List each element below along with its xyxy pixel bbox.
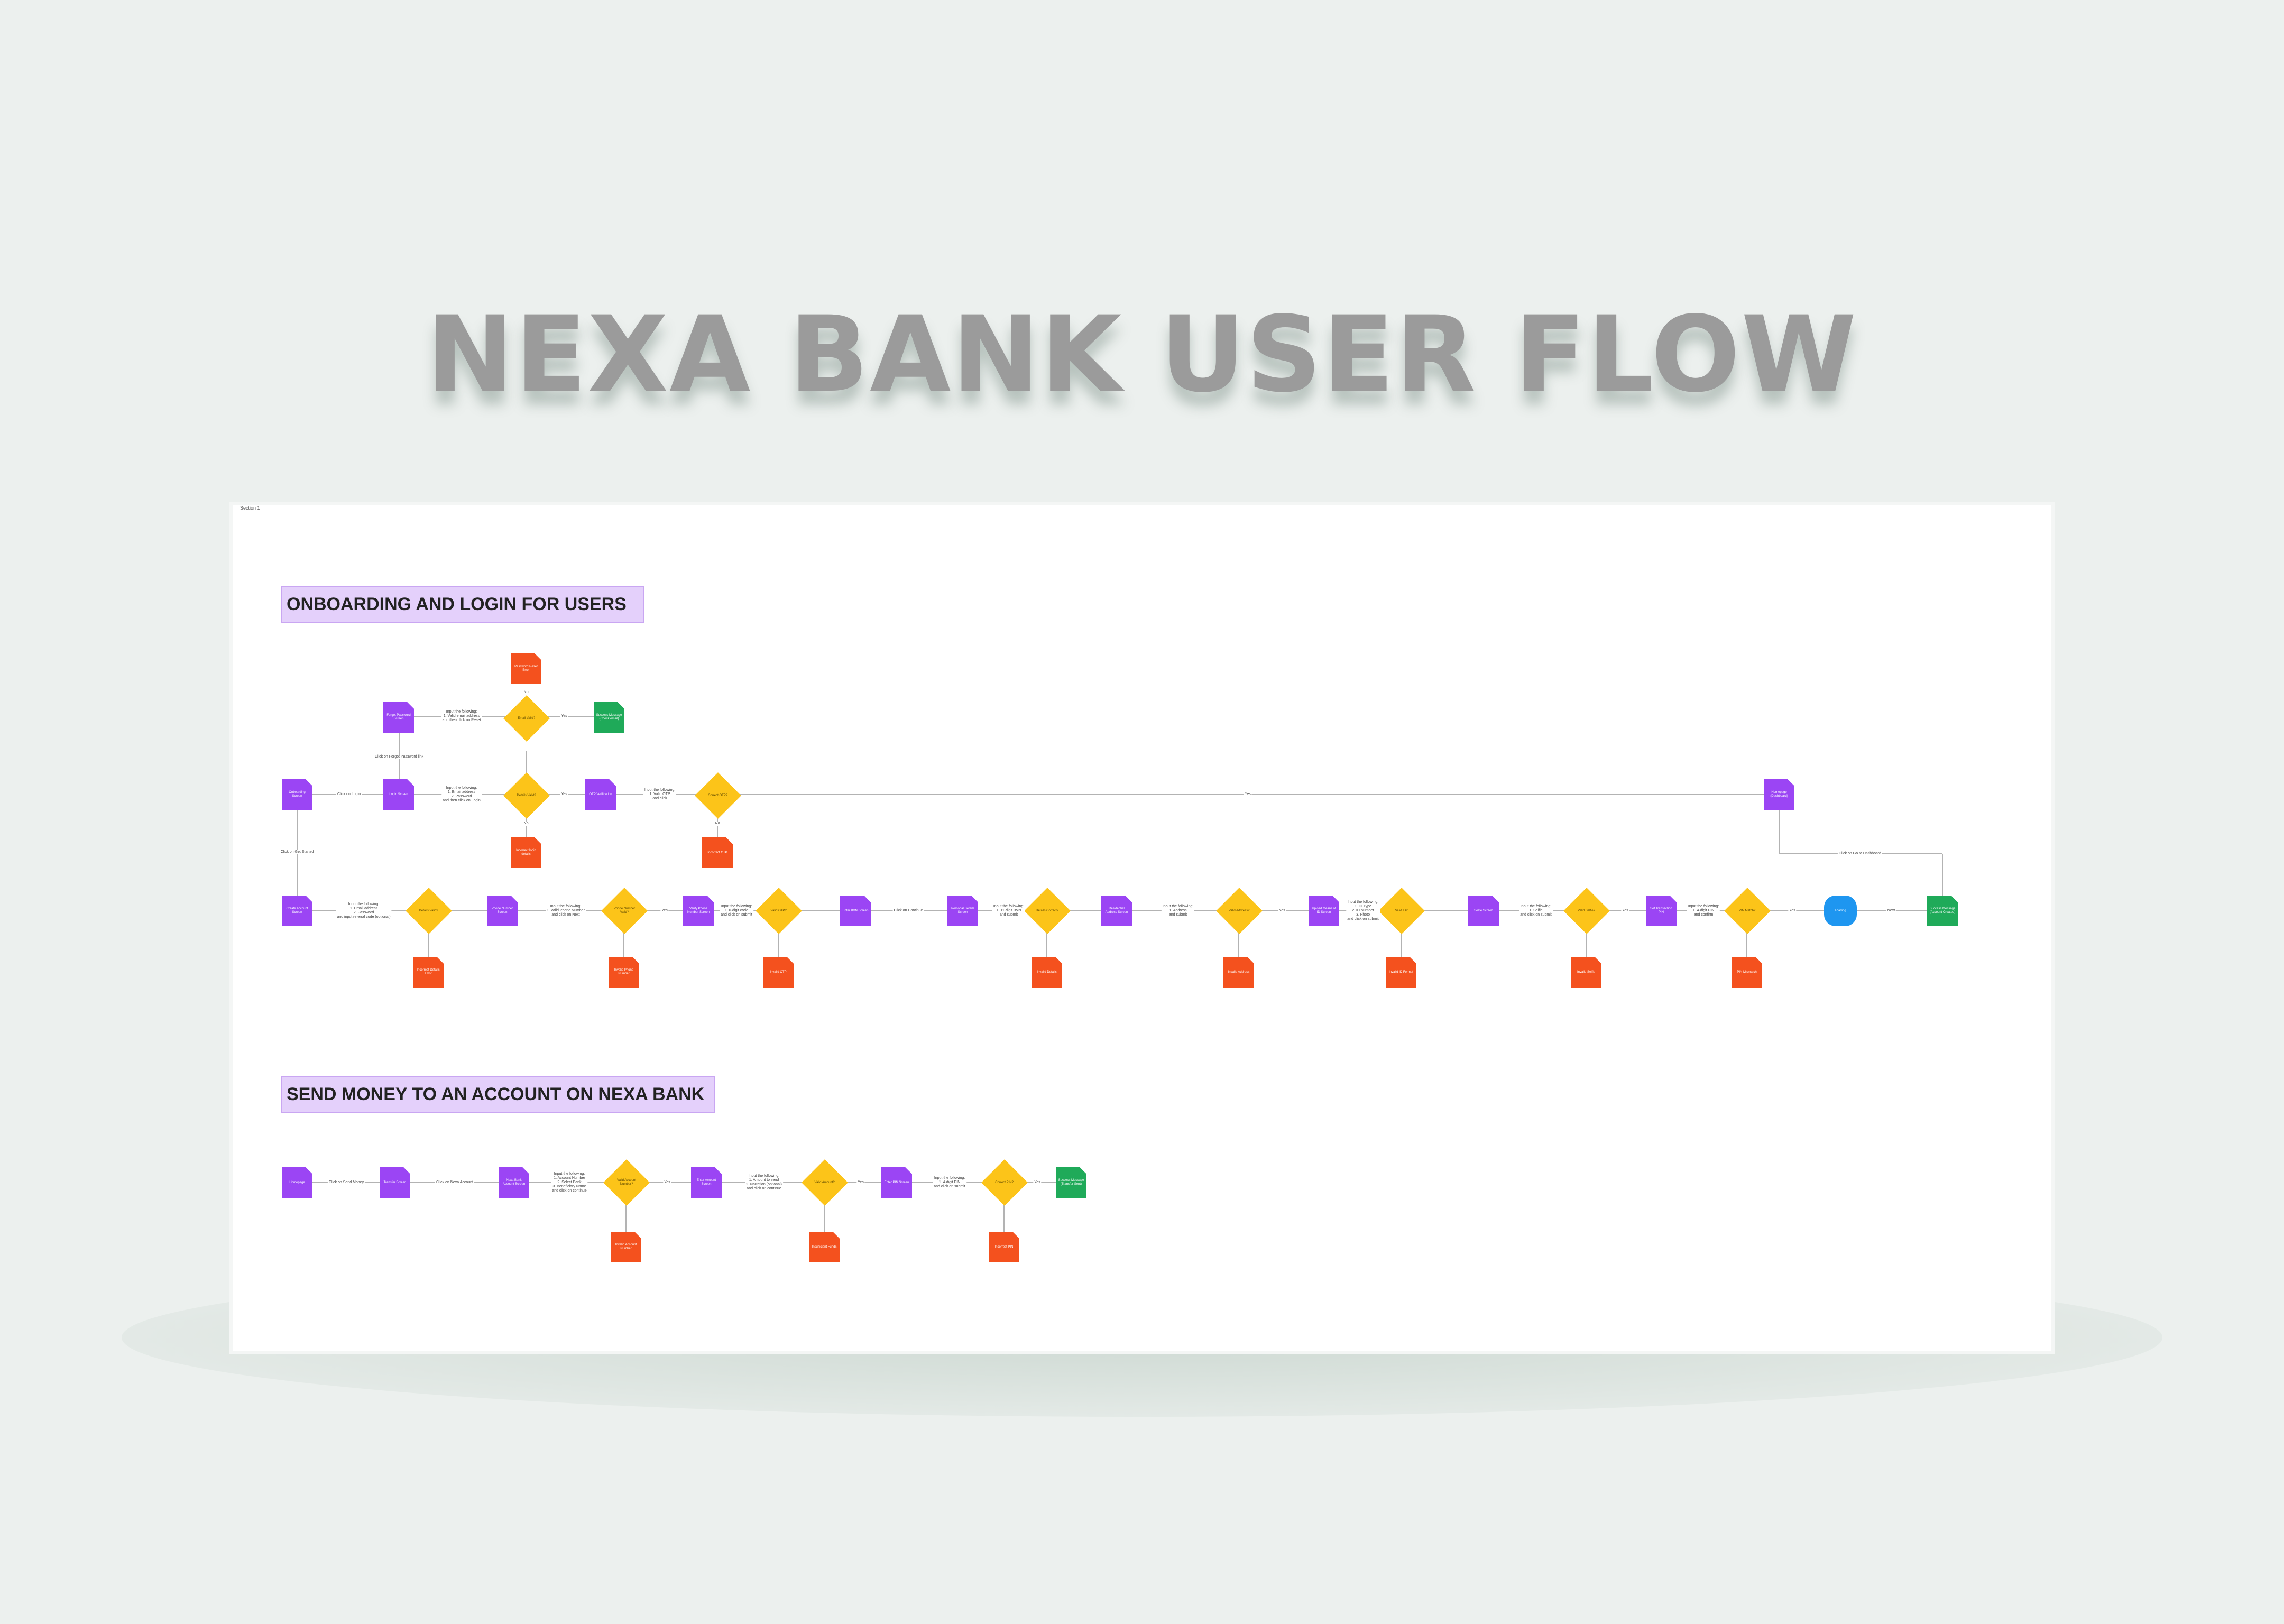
no-label: No	[522, 690, 530, 695]
address-valid-text: Valid Address?	[1229, 909, 1250, 912]
pin-match-text: PIN Match?	[1739, 909, 1756, 912]
section-title-onboarding: ONBOARDING AND LOGIN FOR USERS	[281, 586, 644, 623]
login-error-node[interactable]: Incorrect login details	[511, 837, 541, 868]
id-error-node[interactable]: Invalid ID Format	[1386, 957, 1416, 988]
section-title-send-money: SEND MONEY TO AN ACCOUNT ON NEXA BANK	[281, 1076, 715, 1113]
sm-homepage-node[interactable]: Homepage	[282, 1167, 312, 1198]
connector-label: Input the following: 1. 11-digit BVN and…	[992, 905, 1026, 917]
connector-label: Input the following: 1. 4-digit PIN and …	[1687, 905, 1720, 917]
yes-label: Yes	[560, 714, 568, 718]
sm-success-node[interactable]: Success Message (Transfer Sent)	[1056, 1167, 1086, 1198]
sm-account-node[interactable]: Nexa Bank Account Screen	[499, 1167, 529, 1198]
section-frame-label: Section 1	[240, 505, 260, 511]
connector-label: Click on Send Money	[327, 1180, 365, 1185]
yes-label: Yes	[1621, 909, 1629, 913]
selfie-valid-text: Valid Selfie?	[1578, 909, 1596, 912]
sm-amount-error-node[interactable]: Insufficient Funds	[809, 1232, 840, 1262]
personal-details-node[interactable]: Personal Details Screen	[947, 896, 978, 926]
phone-error-node[interactable]: Invalid Phone Number	[609, 957, 639, 988]
selfie-screen-node[interactable]: Selfie Screen	[1468, 896, 1499, 926]
connector-label: Click on Continue	[892, 909, 924, 913]
yes-label: Yes	[1244, 792, 1252, 797]
yes-label: Yes	[663, 1180, 671, 1185]
no-label: No	[714, 822, 721, 826]
signup-error-node[interactable]: Incorrect Details Error	[413, 957, 444, 988]
otp-screen-node[interactable]: OTP Verification	[585, 779, 616, 810]
connector-label: Click on Nexa Account	[435, 1180, 475, 1185]
bvn-screen-node[interactable]: Enter BVN Screen	[840, 896, 871, 926]
yes-label: Yes	[1788, 909, 1797, 913]
pin-error-node[interactable]: PIN Mismatch	[1732, 957, 1762, 988]
connector-label: Input the following: 1. Amount to send 2…	[745, 1174, 783, 1191]
login-screen-node[interactable]: Login Screen	[383, 779, 414, 810]
no-label: No	[522, 822, 530, 826]
details-correct-text: Details Correct?	[1036, 909, 1059, 912]
page-title: NEXA BANK USER FLOW	[426, 293, 1858, 416]
otp-valid-2-text: Valid OTP?	[770, 909, 787, 912]
address-error-node[interactable]: Invalid Address	[1223, 957, 1254, 988]
loading-terminal[interactable]: Loading	[1824, 896, 1857, 926]
create-account-node[interactable]: Create Account Screen	[282, 896, 312, 926]
phone-screen-node[interactable]: Phone Number Screen	[487, 896, 518, 926]
connector-label: Click on Login	[336, 792, 362, 797]
connector-label: Click on Get Started	[279, 850, 315, 854]
password-reset-error-node[interactable]: Password Reset Error	[511, 653, 541, 684]
address-screen-node[interactable]: Residential Address Screen	[1101, 896, 1132, 926]
connector-label: Input the following: 1. Account Number 2…	[551, 1172, 588, 1193]
yes-label: Yes	[660, 909, 669, 913]
onboarding-screen-node[interactable]: Onboarding Screen	[282, 779, 312, 810]
connector-label: Input the following: 1. 4-digit PIN and …	[933, 1176, 966, 1189]
details-valid-text: Details Valid?	[419, 909, 439, 912]
connector-label: Click on Go to Dashboard	[1837, 852, 1883, 856]
sm-amount-valid-text: Valid Amount?	[814, 1180, 835, 1184]
otp-valid-text: Correct OTP?	[708, 793, 728, 797]
pin-screen-node[interactable]: Set Transaction PIN	[1646, 896, 1677, 926]
otp-error-2-node[interactable]: Invalid OTP	[763, 957, 794, 988]
connector-label: Input the following: 1. 6-digit code and…	[720, 905, 753, 917]
connector-label: Input the following: 1. Selfie and click…	[1519, 905, 1553, 917]
sm-pin-error-node[interactable]: Incorrect PIN	[989, 1232, 1019, 1262]
homepage-login-node[interactable]: Homepage (Dashboard)	[1764, 779, 1794, 810]
forgot-password-screen-node[interactable]: Forgot Password Screen	[383, 702, 414, 733]
selfie-error-node[interactable]: Invalid Selfie	[1571, 957, 1601, 988]
yes-label: Yes	[856, 1180, 865, 1185]
id-valid-text: Valid ID?	[1395, 909, 1408, 912]
onboarding-success-node[interactable]: Success Message (Account Created)	[1927, 896, 1958, 926]
details-error-node[interactable]: Invalid Details	[1032, 957, 1062, 988]
sm-account-valid-text: Valid Account Number?	[617, 1179, 636, 1186]
connector-label: Next	[1886, 909, 1896, 913]
yes-label: Yes	[1033, 1180, 1042, 1185]
email-valid-text: Email Valid?	[518, 716, 536, 720]
connector-label: Click on Forgot Password link	[373, 755, 425, 759]
login-valid-text: Details Valid?	[517, 793, 537, 797]
connector-label: Input the following: 1. Valid Phone Numb…	[546, 905, 586, 917]
connector-label: Input the following: 1. Address and subm…	[1161, 905, 1195, 917]
sm-pin-node[interactable]: Enter PIN Screen	[881, 1167, 912, 1198]
sm-account-error-node[interactable]: Invalid Account Number	[611, 1232, 641, 1262]
sm-amount-node[interactable]: Enter Amount Screen	[691, 1167, 722, 1198]
connector-label: Input the following: 1. ID Type 2. ID Nu…	[1346, 900, 1380, 921]
connector-label: Input the following: 1. Email address 2.…	[441, 786, 482, 803]
verify-phone-node[interactable]: Verify Phone Number Screen	[683, 896, 714, 926]
connector-label: Input the following: 1. Valid email addr…	[441, 710, 482, 723]
otp-error-node[interactable]: Incorrect OTP	[702, 837, 733, 868]
yes-label: Yes	[560, 792, 568, 797]
sm-transfer-node[interactable]: Transfer Screen	[380, 1167, 410, 1198]
reset-success-node[interactable]: Success Message (Check email)	[594, 702, 624, 733]
sm-pin-valid-text: Correct PIN?	[995, 1180, 1014, 1184]
id-screen-node[interactable]: Upload Means of ID Screen	[1309, 896, 1339, 926]
connector-label: Input the following: 1. Valid OTP and cl…	[643, 788, 677, 801]
yes-label: Yes	[1278, 909, 1286, 913]
phone-valid-text: Phone Number Valid?	[613, 907, 636, 914]
connector-label: Input the following: 1. Email address 2.…	[336, 902, 392, 919]
